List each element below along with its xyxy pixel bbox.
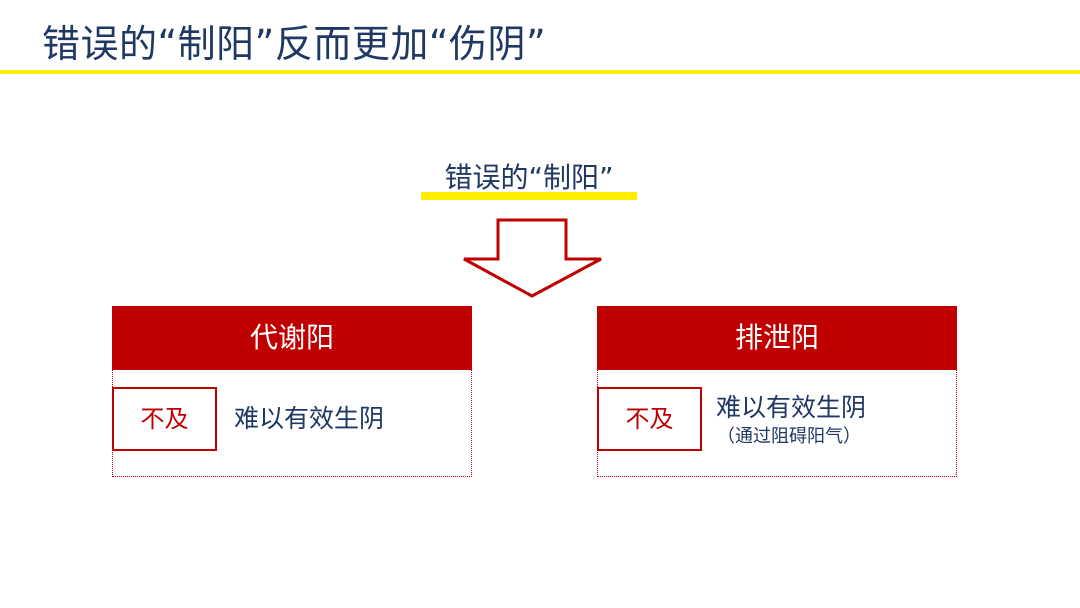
slide-title: 错误的“制阳”反而更加“伤阴” xyxy=(42,22,547,66)
left-panel: 代谢阳 不及 难以有效生阴 xyxy=(112,306,472,477)
right-panel-description: 难以有效生阴 xyxy=(716,393,867,422)
left-panel-badge: 不及 xyxy=(112,387,217,451)
right-panel-note: （通过阻碍阳气） xyxy=(717,426,861,447)
right-panel: 排泄阳 不及 难以有效生阴 （通过阻碍阳气） xyxy=(597,306,957,477)
center-label: 错误的“制阳” xyxy=(444,161,614,194)
center-label-highlight xyxy=(421,192,637,200)
left-panel-description: 难以有效生阴 xyxy=(234,404,385,433)
left-panel-header: 代谢阳 xyxy=(112,306,472,370)
right-panel-header: 排泄阳 xyxy=(597,306,957,370)
title-underline xyxy=(0,70,1080,74)
right-panel-badge: 不及 xyxy=(597,387,702,451)
down-arrow-icon xyxy=(463,218,602,298)
